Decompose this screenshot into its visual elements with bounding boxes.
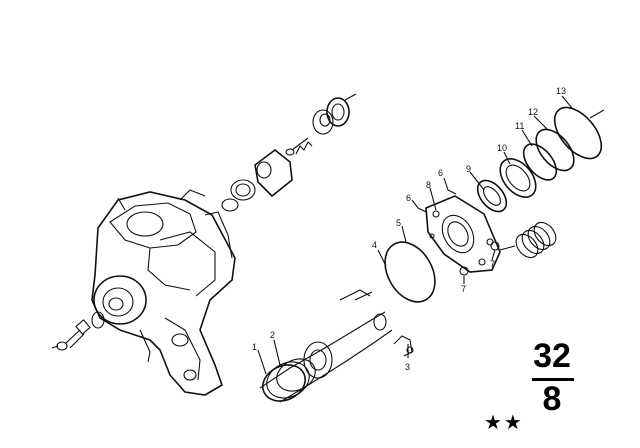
bearing-10 xyxy=(499,158,537,198)
callouts: 1 2 3 4 5 6 6 7 7 8 9 10 11 12 13 xyxy=(252,86,573,375)
retaining-clip xyxy=(393,335,414,357)
seal-rings-lower xyxy=(262,358,316,402)
callout-6a: 6 xyxy=(406,193,411,203)
seal-ring-11 xyxy=(522,143,558,181)
adjusting-screw xyxy=(51,311,105,351)
callout-5: 5 xyxy=(396,218,401,228)
seal-ring-12 xyxy=(535,128,575,172)
cover-plate xyxy=(425,195,501,273)
screw xyxy=(447,189,457,195)
spring-stack xyxy=(499,221,557,259)
seal-ring-9-inner xyxy=(483,186,501,206)
group-number: 32 xyxy=(533,337,571,375)
callout-8: 8 xyxy=(426,180,431,190)
seal-ring-9 xyxy=(476,179,508,213)
piston-rod xyxy=(259,289,393,403)
callout-7b: 7 xyxy=(490,259,495,269)
seal-ring-4 xyxy=(384,241,436,303)
callout-9: 9 xyxy=(466,164,471,174)
callout-13: 13 xyxy=(556,86,566,96)
screw xyxy=(417,207,427,213)
steering-gear-housing xyxy=(91,189,236,396)
callout-3: 3 xyxy=(405,362,410,372)
callout-6b: 6 xyxy=(438,168,443,178)
callout-1: 1 xyxy=(252,342,257,352)
callout-2: 2 xyxy=(270,330,275,340)
callout-7a: 7 xyxy=(461,284,466,294)
subgroup-number: 8 xyxy=(542,380,562,418)
callout-11: 11 xyxy=(515,121,524,131)
bearing-10-inner xyxy=(505,164,531,192)
callout-12: 12 xyxy=(528,107,538,117)
group-divider xyxy=(532,378,574,381)
callout-4: 4 xyxy=(372,240,377,250)
star-marks: ★★ xyxy=(484,410,524,434)
valve-assembly xyxy=(221,93,357,212)
callout-10: 10 xyxy=(497,143,507,153)
seal-ring-13 xyxy=(553,106,603,160)
